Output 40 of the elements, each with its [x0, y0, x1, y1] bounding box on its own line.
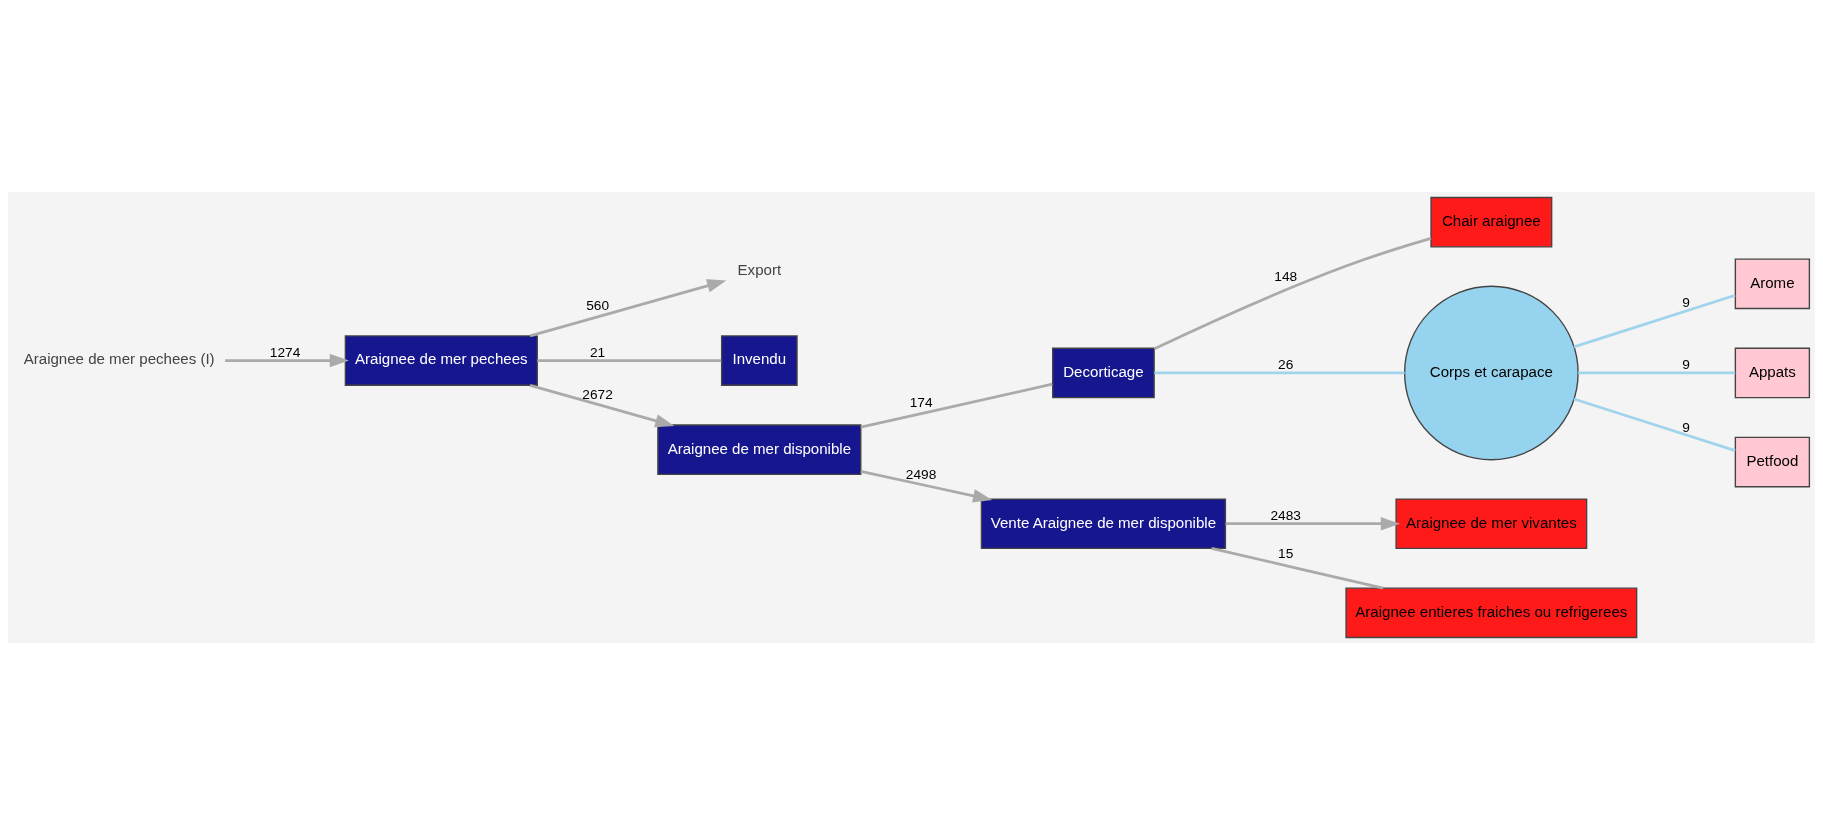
edge-label: 174: [909, 394, 933, 410]
node-box: Arome: [1734, 258, 1811, 309]
arrow: [225, 353, 349, 367]
edge-label: 9: [1682, 356, 1690, 372]
arrow: [1225, 516, 1400, 530]
edge-label: 21: [589, 344, 606, 359]
edge-label: 2483: [1270, 507, 1301, 523]
connector: [1211, 546, 1384, 589]
connector: [537, 358, 722, 362]
edge-label: 148: [1274, 268, 1298, 284]
edge-label: 2498: [905, 466, 937, 481]
node-box: Araignee entieres fraiches ou refrigerees: [1345, 587, 1638, 638]
node-box: Petfood: [1734, 436, 1811, 487]
node-box: Araignee de mer vivantes: [1395, 497, 1588, 549]
edge-label: 2672: [582, 386, 613, 402]
connector: [1573, 293, 1736, 348]
node-box: Chair araignee: [1430, 196, 1553, 247]
node-box: Decorticage: [1052, 347, 1155, 398]
node-box: Invendu: [720, 334, 798, 386]
arrow: [529, 278, 727, 337]
node-box: Araignee de mer pechees: [344, 334, 538, 386]
edge-label: 15: [1278, 545, 1294, 561]
node-circle: Corps et carapace: [1403, 285, 1579, 460]
arrow: [860, 469, 993, 502]
node-box: Appats: [1734, 347, 1811, 398]
node-text: Export: [737, 260, 782, 278]
edge-label: 1274: [269, 344, 301, 359]
connector: [860, 382, 1053, 429]
node-box: Araignee de mer disponible: [657, 423, 862, 475]
edge-label: 560: [586, 297, 609, 313]
node-text: Araignee de mer pechees (I): [23, 349, 215, 367]
edge-label: 9: [1682, 294, 1690, 310]
edge-label: 26: [1278, 356, 1294, 372]
node-box: Vente Araignee de mer disponible: [980, 497, 1227, 549]
arrow: [529, 383, 675, 427]
edge-label: 9: [1682, 419, 1690, 435]
connector: [1573, 397, 1736, 452]
connector: [1154, 371, 1405, 374]
connector: [1578, 371, 1736, 374]
connector: [1153, 236, 1432, 350]
